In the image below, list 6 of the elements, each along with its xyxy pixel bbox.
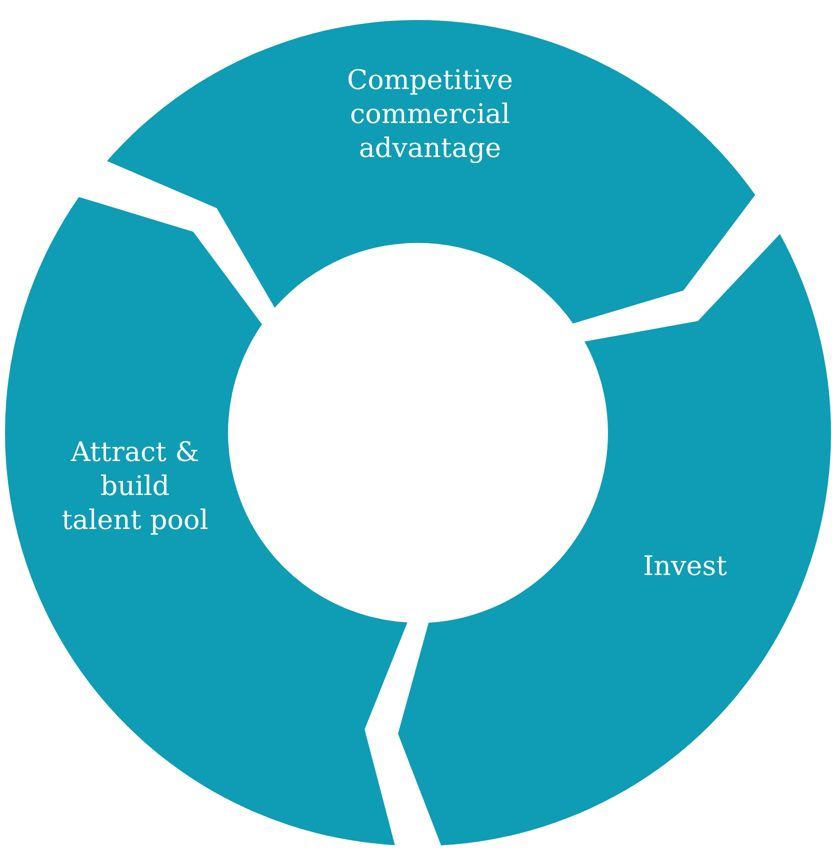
cycle-arrow-segment bbox=[107, 20, 756, 324]
segment-label: Invest bbox=[642, 550, 728, 584]
segment-label: Competitive commercial advantage bbox=[346, 64, 514, 166]
cycle-arrow-segment bbox=[5, 197, 408, 846]
segment-label: Attract & build talent pool bbox=[60, 436, 210, 538]
cycle-arrow-segment bbox=[398, 234, 832, 846]
